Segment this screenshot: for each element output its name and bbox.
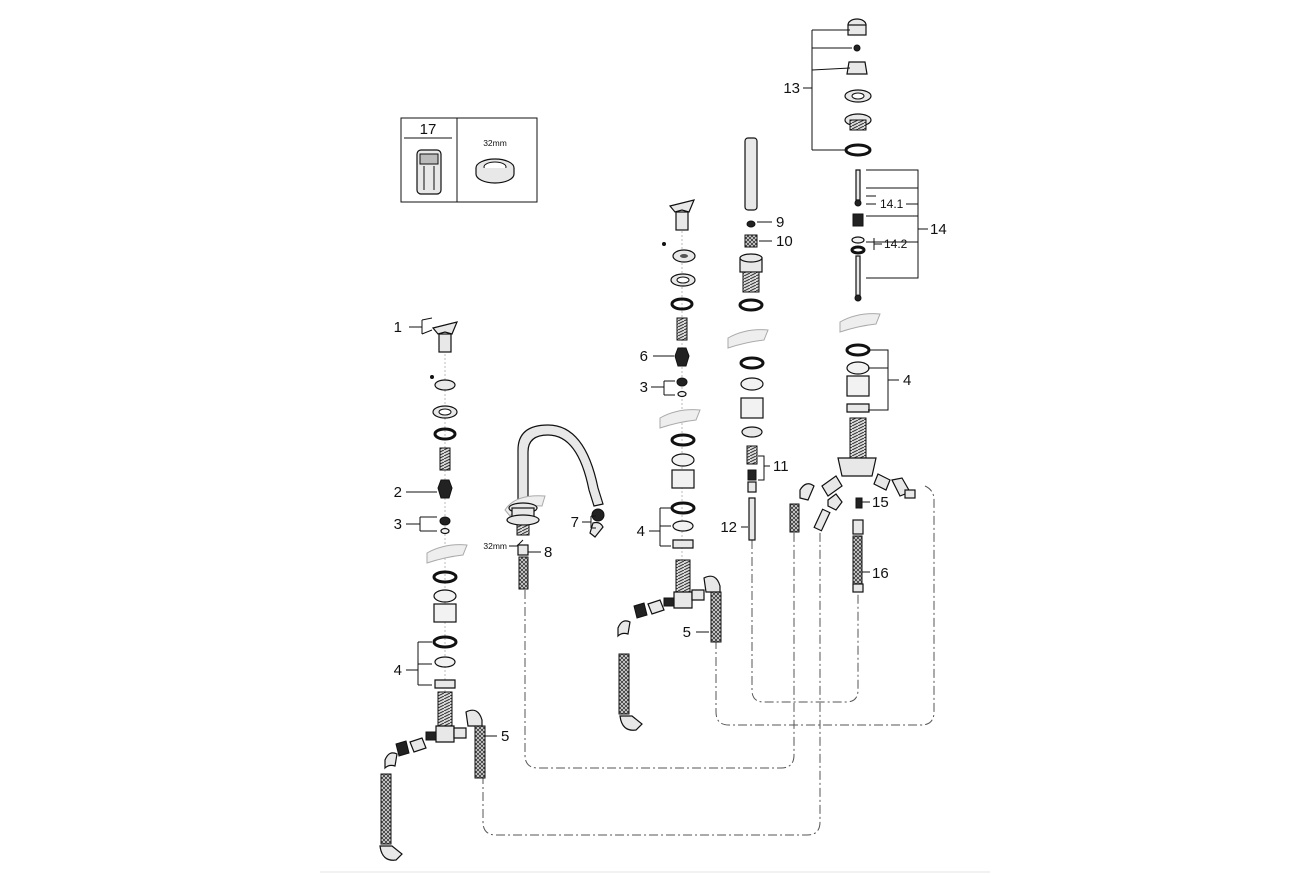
callout-14: 14 — [930, 221, 947, 238]
inset-box-17: 17 32mm — [400, 117, 538, 203]
callout-16: 16 — [872, 565, 889, 582]
callout-8: 8 — [544, 544, 552, 561]
callout-6: 6 — [640, 348, 648, 365]
callout-10: 10 — [776, 233, 793, 250]
callout-15: 15 — [872, 494, 889, 511]
diverter-column — [789, 18, 916, 593]
callout-11: 11 — [773, 458, 789, 475]
callout-14-1: 14.1 — [880, 197, 904, 211]
callout-7: 7 — [571, 514, 579, 531]
spout-assembly — [504, 424, 605, 590]
right-valve-assembly — [617, 199, 722, 731]
callout-4-right: 4 — [903, 372, 911, 389]
callout-labels: 1 2 3 4 5 6 3 4 5 7 32mm 8 9 10 11 12 13… — [394, 80, 947, 745]
callout-1: 1 — [394, 319, 402, 336]
spout-dimension: 32mm — [483, 541, 507, 551]
inset-dimension: 32mm — [483, 138, 507, 148]
hand-shower-column — [727, 137, 769, 541]
callout-2: 2 — [394, 484, 402, 501]
left-cross-handle — [431, 321, 459, 353]
callout-4-middle: 4 — [637, 523, 645, 540]
callout-12: 12 — [720, 519, 737, 536]
left-valve-assembly — [379, 321, 486, 861]
cartridge-part — [416, 149, 442, 195]
callout-5-left: 5 — [501, 728, 509, 745]
inset-washer-part — [475, 158, 515, 184]
callout-14-2: 14.2 — [884, 237, 908, 251]
callout-5-right: 5 — [683, 624, 691, 641]
callout-4-left: 4 — [394, 662, 402, 679]
right-cross-handle — [668, 199, 696, 231]
callout-3-left: 3 — [394, 516, 402, 533]
hose-routing-lines — [482, 485, 935, 836]
callout-13: 13 — [783, 80, 800, 97]
callout-3-right: 3 — [640, 379, 648, 396]
callout-9: 9 — [776, 214, 784, 231]
leader-lines — [406, 29, 928, 737]
inset-number: 17 — [420, 121, 437, 138]
